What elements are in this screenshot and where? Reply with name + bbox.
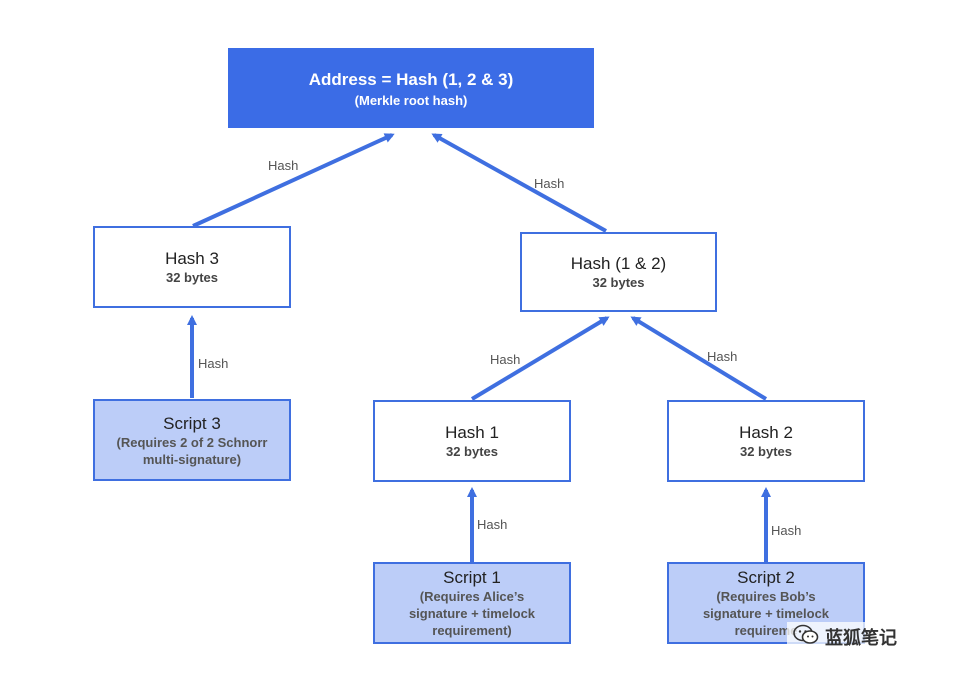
root-title: Address = Hash (1, 2 & 3) bbox=[308, 69, 514, 89]
hash12-title: Hash (1 & 2) bbox=[570, 254, 667, 273]
edge-hash1-to-hash12 bbox=[470, 316, 610, 401]
hash2-title: Hash 2 bbox=[739, 423, 793, 442]
script2-desc-line2: signature + timelock bbox=[702, 606, 830, 621]
hash3-title: Hash 3 bbox=[165, 249, 219, 268]
script2-title: Script 2 bbox=[737, 568, 795, 587]
script1-desc-line1: (Requires Alice’s bbox=[419, 589, 525, 604]
script3-desc-line1: (Requires 2 of 2 Schnorr bbox=[116, 434, 268, 450]
wechat-icon bbox=[793, 624, 819, 651]
edge-hash2-to-hash12 bbox=[630, 316, 768, 401]
edge-label-hash12-to-root: Hash bbox=[534, 176, 565, 191]
hash1-title: Hash 1 bbox=[445, 423, 499, 442]
script1-desc-line2: signature + timelock bbox=[408, 606, 536, 621]
watermark-text: 蓝狐笔记 bbox=[825, 628, 897, 648]
edge-label-script2-to-hash2: Hash bbox=[771, 523, 802, 538]
script1-node: Script 1 (Requires Alice’s signature + t… bbox=[373, 562, 571, 644]
hash1-node: Hash 1 32 bytes bbox=[373, 400, 571, 482]
hash12-size: 32 bytes bbox=[592, 275, 645, 290]
edge-label-hash3-to-root: Hash bbox=[268, 158, 299, 173]
script3-node: Script 3 (Requires 2 of 2 Schnorr multi-… bbox=[93, 399, 291, 481]
root-subtitle: (Merkle root hash) bbox=[354, 92, 468, 108]
hash1-size: 32 bytes bbox=[445, 444, 499, 459]
edge-label-script3-to-hash3: Hash bbox=[198, 356, 229, 371]
script1-desc-line3: requirement) bbox=[432, 623, 512, 638]
edge-hash12-to-root bbox=[431, 133, 607, 233]
hash3-node: Hash 3 32 bytes bbox=[93, 226, 291, 308]
edge-label-hash1-to-hash12: Hash bbox=[490, 352, 521, 367]
edge-label-script1-to-hash1: Hash bbox=[477, 517, 508, 532]
script3-desc-line2: multi-signature) bbox=[142, 451, 242, 467]
root-node: Address = Hash (1, 2 & 3) (Merkle root h… bbox=[228, 48, 594, 128]
hash2-size: 32 bytes bbox=[739, 444, 793, 459]
hash2-node: Hash 2 32 bytes bbox=[667, 400, 865, 482]
script1-title: Script 1 bbox=[443, 568, 501, 587]
script3-title: Script 3 bbox=[163, 413, 221, 433]
watermark: 蓝狐笔记 bbox=[787, 622, 903, 652]
hash12-node: Hash (1 & 2) 32 bytes bbox=[520, 232, 717, 312]
edge-hash3-to-root bbox=[192, 133, 395, 228]
hash3-size: 32 bytes bbox=[165, 270, 219, 285]
script2-desc-line1: (Requires Bob’s bbox=[716, 589, 816, 604]
script2-desc-line3: requireme bbox=[734, 623, 798, 638]
edge-label-hash2-to-hash12: Hash bbox=[707, 349, 738, 364]
